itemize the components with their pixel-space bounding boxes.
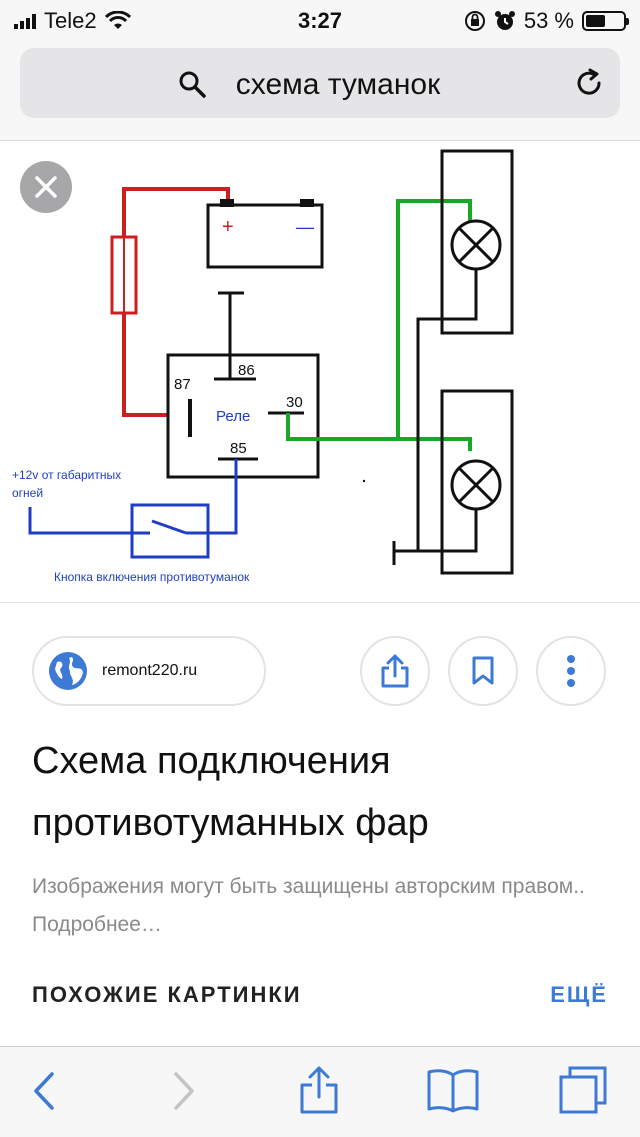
battery-plus-label: + — [222, 216, 234, 238]
carrier: Tele2 — [14, 8, 131, 34]
bookmark-button[interactable] — [448, 636, 518, 706]
bookmark-icon — [472, 656, 494, 685]
fog-light-bottom — [440, 389, 514, 575]
relay-box — [166, 353, 320, 479]
pin-87-label: 87 — [174, 376, 191, 393]
lamp-bottom — [450, 459, 502, 511]
source-row: remont220.ru — [0, 603, 640, 713]
power-source-label-2: огней — [12, 486, 43, 500]
pin-30-label: 30 — [286, 394, 303, 411]
wiring-diagram: + — 86 87 Реле 30 85 +12v от габаритных … — [12, 149, 514, 584]
orientation-lock-icon — [464, 11, 485, 31]
signal-icon — [14, 13, 36, 29]
more-options-button[interactable] — [536, 636, 606, 706]
battery-block — [206, 203, 324, 269]
reload-icon[interactable] — [572, 66, 606, 100]
more-link[interactable]: ЕЩЁ — [550, 982, 608, 1007]
close-icon — [35, 176, 57, 198]
carrier-name: Tele2 — [44, 8, 97, 33]
forward-icon[interactable] — [172, 1071, 196, 1111]
search-query[interactable]: схема туманок — [235, 68, 441, 101]
share-icon[interactable] — [298, 1065, 340, 1115]
source-domain: remont220.ru — [102, 662, 198, 679]
fog-light-top — [440, 149, 514, 335]
globe-icon — [49, 652, 87, 690]
blue-wire — [28, 459, 238, 535]
battery-minus-label: — — [296, 217, 314, 237]
source-link[interactable]: remont220.ru — [32, 636, 266, 706]
power-source-label-1: +12v от габаритных — [12, 468, 121, 482]
pin-86-label: 86 — [238, 362, 255, 379]
switch-box — [130, 503, 210, 559]
search-icon — [179, 71, 206, 98]
relay-label: Реле — [216, 408, 250, 425]
close-button[interactable] — [20, 161, 72, 213]
tabs-icon[interactable] — [558, 1065, 608, 1115]
share-icon — [381, 654, 409, 688]
similar-images-heading: ПОХОЖИЕ КАРТИНКИ — [32, 982, 302, 1007]
lamp-top — [450, 219, 502, 271]
image-preview[interactable]: + — 86 87 Реле 30 85 +12v от габаритных … — [0, 141, 640, 603]
address-bar-area: схема туманок — [0, 40, 640, 141]
share-button[interactable] — [360, 636, 430, 706]
green-wire — [286, 199, 472, 451]
clock: 3:27 — [297, 8, 343, 33]
wifi-icon — [104, 11, 131, 29]
battery-percent: 53 % — [523, 8, 574, 33]
status-bar: Tele2 3:27 53 % — [0, 0, 640, 40]
button-label: Кнопка включения противотуманок — [54, 570, 250, 584]
alarm-icon — [494, 11, 515, 30]
status-right: 53 % — [464, 8, 629, 34]
search-field[interactable]: схема туманок — [20, 48, 620, 118]
more-vertical-icon — [567, 655, 575, 687]
battery-icon — [582, 11, 629, 31]
bookmarks-icon[interactable] — [426, 1067, 480, 1113]
result-title[interactable]: Схема подключения противотуманных фар — [32, 740, 429, 844]
copyright-note[interactable]: Изображения могут быть защищены авторски… — [32, 875, 585, 936]
pin-85-label: 85 — [230, 440, 247, 457]
back-icon[interactable] — [32, 1071, 56, 1111]
browser-toolbar — [0, 1046, 640, 1137]
